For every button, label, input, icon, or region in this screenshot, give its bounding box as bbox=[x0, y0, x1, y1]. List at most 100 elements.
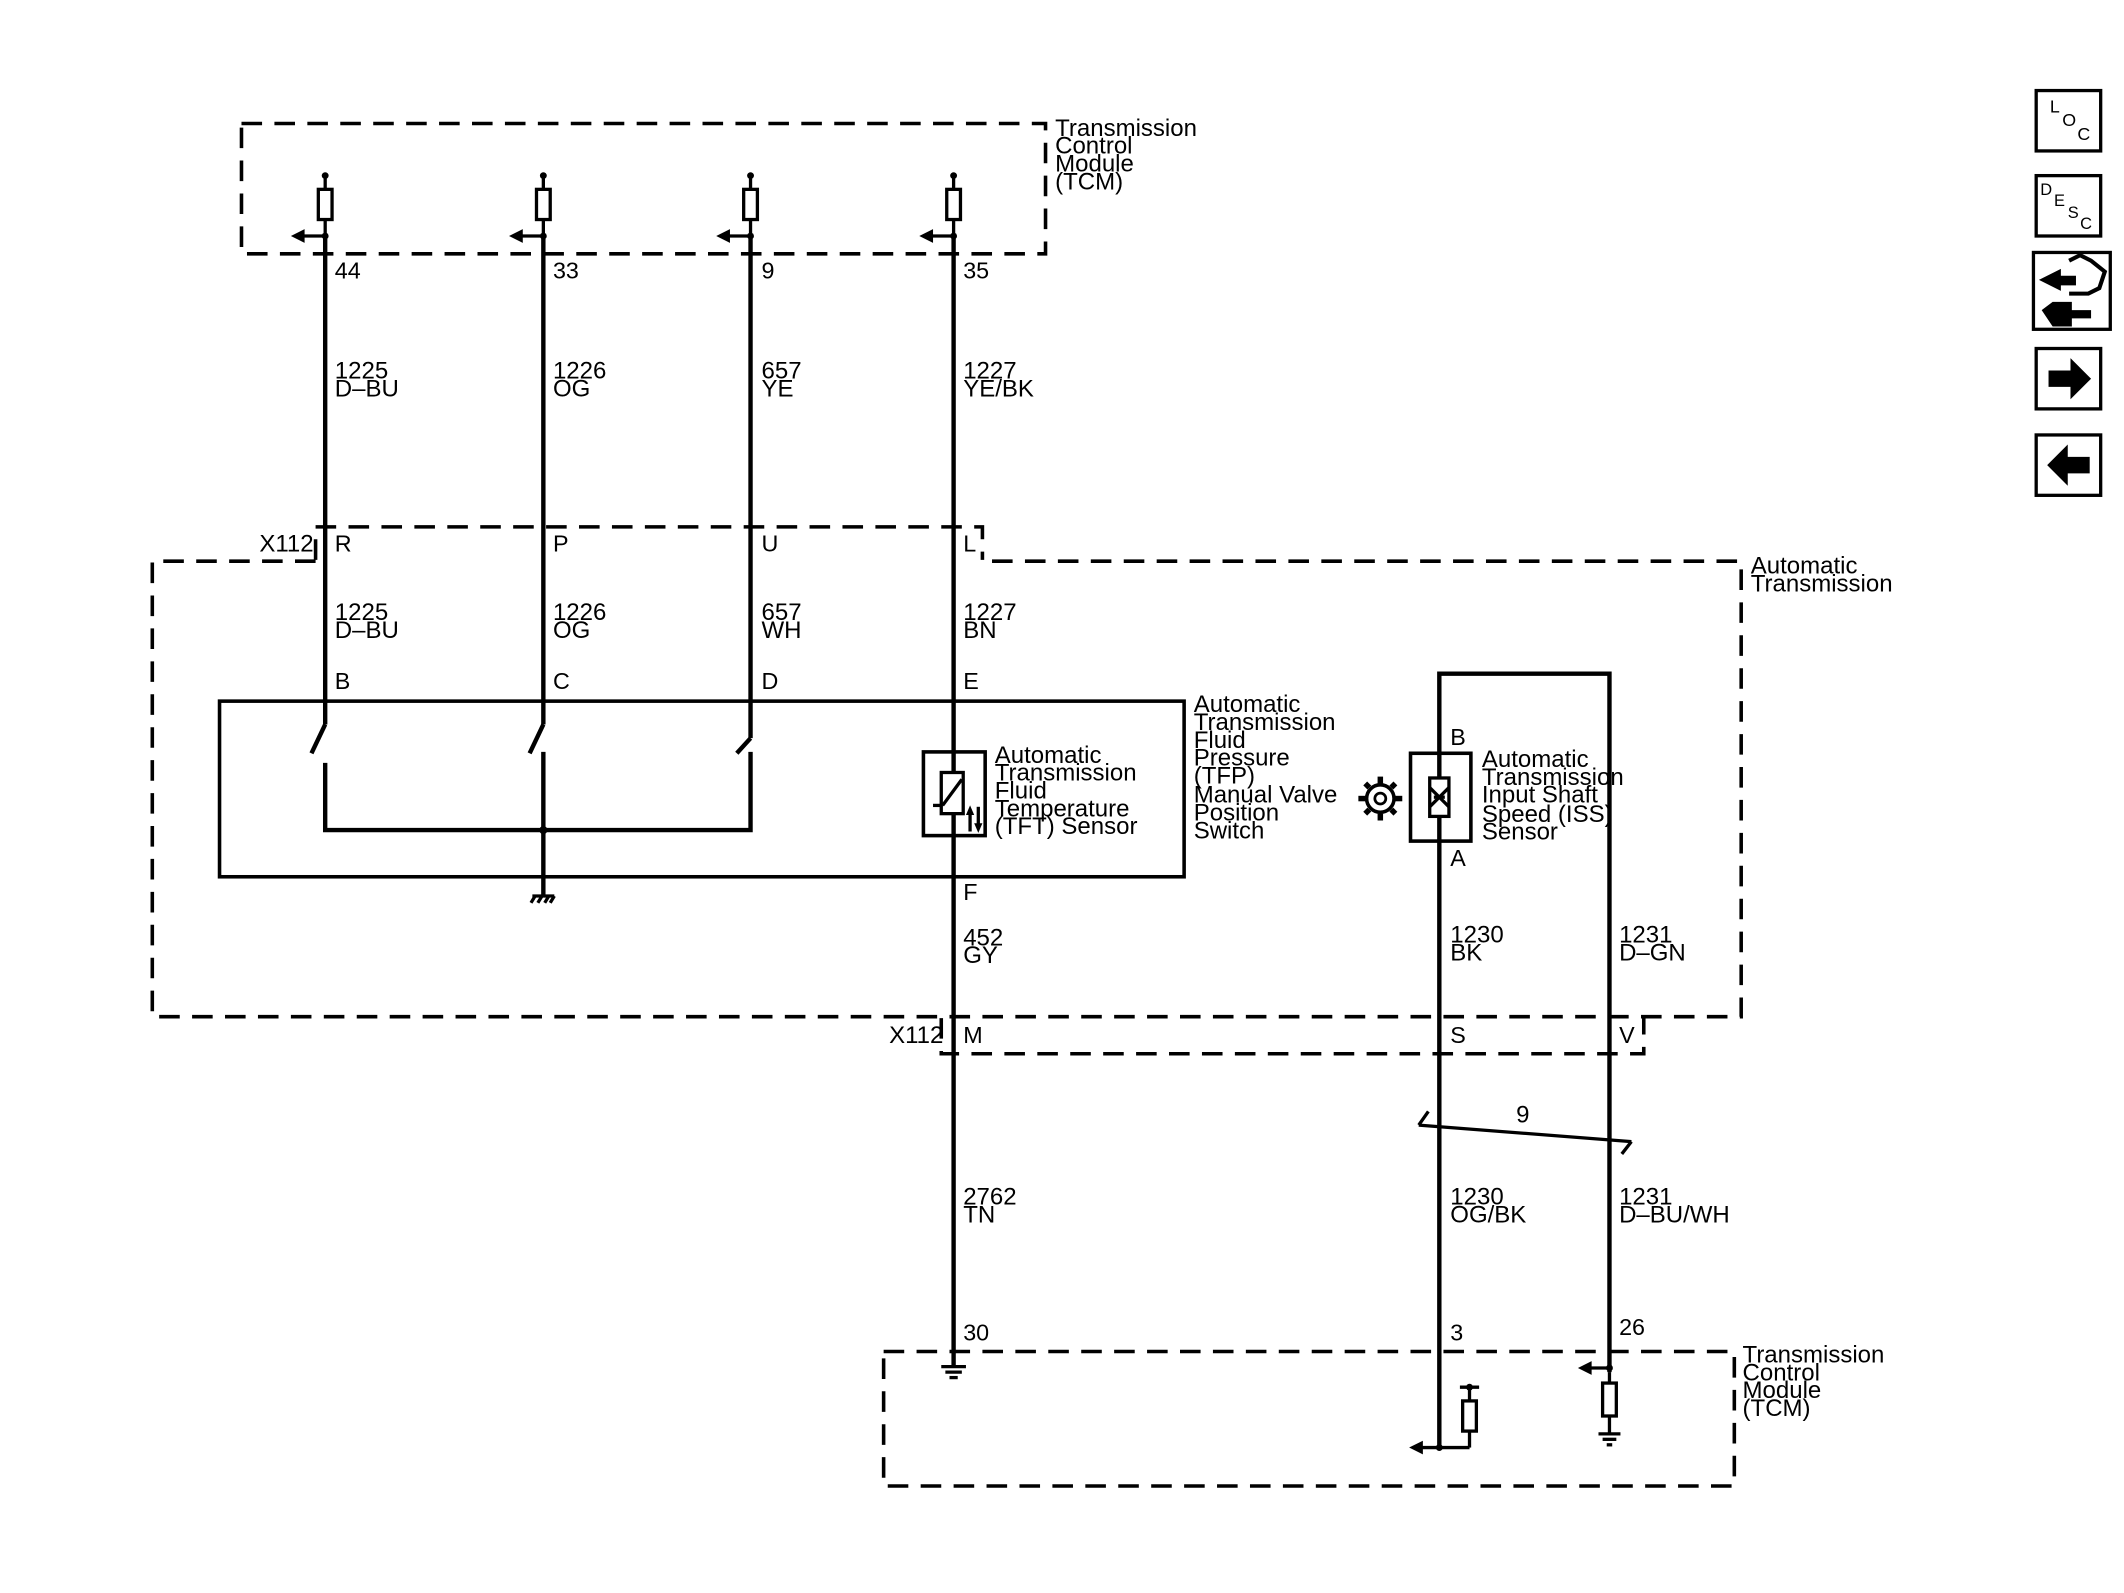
tcm-bottom-label-2: Control bbox=[1743, 1359, 1820, 1386]
switch-pin-d: D bbox=[762, 668, 779, 694]
connector-pin-r: R bbox=[335, 531, 352, 557]
tcm-pin-44: 44 bbox=[335, 258, 361, 284]
circuit-color: YE bbox=[762, 376, 794, 403]
circuit-number: 1225 bbox=[335, 599, 388, 626]
desc-icon: D E S C bbox=[2040, 181, 2092, 233]
loc-letter: L bbox=[2050, 97, 2060, 117]
twisted-pair-marker: 9 bbox=[1417, 1101, 1633, 1155]
tft-pin-f: F bbox=[963, 879, 977, 905]
circuit-number: 452 bbox=[963, 924, 1003, 951]
tcm-pin-26: 26 bbox=[1619, 1314, 1645, 1340]
previous-page-button[interactable] bbox=[2034, 433, 2103, 497]
iss-sensor: B A Automatic Transmission Input Shaft S… bbox=[1358, 671, 1624, 1373]
circuit-color: WH bbox=[762, 617, 802, 644]
desc-letter: C bbox=[2080, 215, 2092, 233]
circuit-number: 1230 bbox=[1450, 922, 1503, 949]
tft-label-2: Transmission bbox=[995, 760, 1137, 787]
tcm-pin-3: 3 bbox=[1450, 1320, 1463, 1346]
twist-count-label: 9 bbox=[1516, 1101, 1529, 1128]
desc-letter: S bbox=[2068, 204, 2079, 222]
circuit-number: 1231 bbox=[1619, 1184, 1672, 1211]
circuit-number: 657 bbox=[762, 358, 802, 385]
connector-pin-l: L bbox=[963, 531, 976, 557]
connector-pin-u: U bbox=[762, 531, 779, 557]
tcm-pin-35: 35 bbox=[963, 258, 989, 284]
auto-trans-label-1: Automatic bbox=[1751, 553, 1858, 580]
connector-x112-top: X112 R P U L bbox=[259, 525, 985, 560]
desc-button[interactable]: D E S C bbox=[2034, 173, 2103, 238]
circuit-number: 1226 bbox=[553, 358, 606, 385]
desc-letter: D bbox=[2040, 181, 2052, 199]
switch-contact-c bbox=[527, 723, 546, 755]
circuit-color: D–BU/WH bbox=[1619, 1202, 1730, 1229]
next-page-button[interactable] bbox=[2034, 346, 2103, 411]
circuit-number: 1231 bbox=[1619, 922, 1672, 949]
tcm-bottom-label-1: Transmission bbox=[1743, 1341, 1885, 1368]
circuit-number: 2762 bbox=[963, 1184, 1016, 1211]
circuit-color: YE/BK bbox=[963, 376, 1034, 403]
circuit-color: D–BU bbox=[335, 376, 399, 403]
iss-label-2: Transmission bbox=[1482, 764, 1624, 791]
circuit-color: BK bbox=[1450, 939, 1482, 966]
top-circuit-labels: 1225 D–BU 1226 OG 657 YE 1227 YE/BK bbox=[335, 358, 1034, 403]
iss-pin-b: B bbox=[1450, 724, 1466, 750]
tcm-bottom-circuit-26 bbox=[1577, 1361, 1621, 1447]
loc-icon: L O C bbox=[2050, 97, 2090, 144]
tcm-resistor-9 bbox=[716, 172, 760, 243]
connector-x112-bottom: X112 M S V bbox=[889, 1018, 1646, 1056]
magnetic-pickup-icon bbox=[1428, 776, 1451, 819]
loc-letter: O bbox=[2062, 110, 2076, 130]
tft-label-4: Temperature bbox=[995, 795, 1130, 822]
tcm-resistor-35 bbox=[919, 172, 963, 243]
tcm-bottom-label-4: (TCM) bbox=[1743, 1395, 1811, 1422]
circuit-color: D–GN bbox=[1619, 939, 1686, 966]
tcm-top-module: Transmission Control Module (TCM) bbox=[239, 115, 1197, 256]
circuit-number: 1225 bbox=[335, 358, 388, 385]
connector-pin-p: P bbox=[553, 531, 569, 557]
connector-pin-m: M bbox=[963, 1022, 982, 1048]
tcm-pin-33: 33 bbox=[553, 258, 579, 284]
arrow-left-icon bbox=[2047, 444, 2090, 486]
tft-sensor: Automatic Transmission Fluid Temperature… bbox=[921, 742, 1137, 905]
circuit-color: GY bbox=[963, 942, 998, 969]
connector-name: X112 bbox=[259, 531, 313, 558]
tfp-label-7: Position bbox=[1194, 800, 1279, 827]
circuit-color: BN bbox=[963, 617, 996, 644]
thermistor-icon bbox=[933, 770, 983, 833]
circuit-color: OG/BK bbox=[1450, 1202, 1526, 1229]
auto-trans-label-2: Transmission bbox=[1751, 570, 1893, 597]
automatic-transmission-assembly: Automatic Transmission bbox=[150, 553, 1893, 1019]
signal-ground-icon bbox=[941, 1364, 966, 1380]
connector-end-view-button[interactable] bbox=[2031, 250, 2112, 331]
tcm-bottom-module: Transmission Control Module (TCM) bbox=[881, 1341, 1885, 1488]
iss-pin-a: A bbox=[1450, 845, 1466, 871]
tfp-switch-assembly: Automatic Transmission Fluid Pressure (T… bbox=[217, 691, 1338, 904]
tfp-label-2: Transmission bbox=[1194, 709, 1336, 736]
circuit-color: TN bbox=[963, 1202, 995, 1229]
tcm-bottom-label-3: Module bbox=[1743, 1377, 1822, 1404]
circuit-color: OG bbox=[553, 617, 590, 644]
circuit-number: 1227 bbox=[963, 358, 1016, 385]
connector-name: X112 bbox=[889, 1022, 943, 1049]
tcm-top-label-1: Transmission bbox=[1055, 115, 1197, 142]
tcm-resistor-44 bbox=[290, 172, 334, 243]
circuit-number: 657 bbox=[762, 599, 802, 626]
iss-label-1: Automatic bbox=[1482, 746, 1589, 773]
tfp-label-6: Manual Valve bbox=[1194, 782, 1338, 809]
loc-letter: C bbox=[2077, 124, 2090, 144]
circuit-number: 1230 bbox=[1450, 1184, 1503, 1211]
tcm-bottom-circuit-3 bbox=[1409, 1383, 1480, 1455]
connector-end-view-icon bbox=[2038, 252, 2108, 327]
connector-pin-v: V bbox=[1619, 1022, 1635, 1048]
tfp-label-1: Automatic bbox=[1194, 691, 1301, 718]
switch-pin-b: B bbox=[335, 668, 351, 694]
internal-circuit-labels: 1225 D–BU 1226 OG 657 WH 1227 BN bbox=[335, 599, 1017, 644]
loc-button[interactable]: L O C bbox=[2034, 88, 2103, 153]
tft-label-3: Fluid bbox=[995, 778, 1047, 805]
circuit-number: 1227 bbox=[963, 599, 1016, 626]
iss-label-5: Sensor bbox=[1482, 819, 1558, 846]
tcm-resistor-33 bbox=[509, 172, 552, 243]
iss-label-4: Speed (ISS) bbox=[1482, 801, 1613, 828]
gear-icon bbox=[1358, 776, 1403, 821]
tcm-top-label-2: Control bbox=[1055, 133, 1132, 160]
